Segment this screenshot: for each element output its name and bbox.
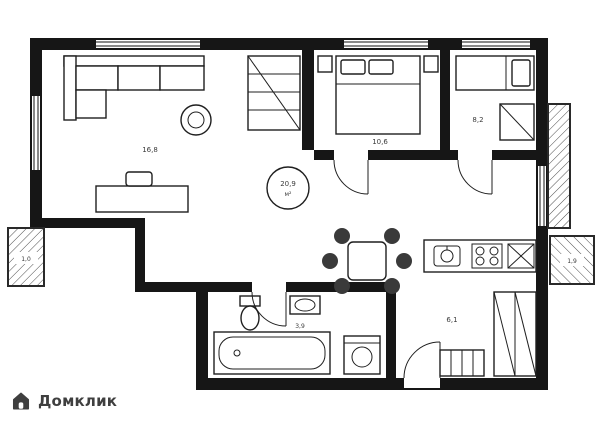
balcony-right-area-label: 1,9 xyxy=(567,258,577,265)
round-armchair xyxy=(180,104,212,136)
wardrobe-shelving xyxy=(247,55,301,131)
bathroom-sink xyxy=(289,295,321,315)
door-bedroom-second xyxy=(457,159,493,195)
balcony-left-area-label: 1,0 xyxy=(21,256,31,263)
balcony-right-strip xyxy=(547,103,571,229)
window-right-balcony-door xyxy=(538,166,546,226)
area-stamp-value: 20,9 xyxy=(280,180,296,188)
window-top-middle xyxy=(344,40,428,48)
sink xyxy=(433,245,461,267)
bed-second xyxy=(455,55,535,91)
toilet xyxy=(239,295,261,331)
kitchen-counter xyxy=(423,239,537,273)
window-top-left xyxy=(96,40,200,48)
fridge xyxy=(507,243,535,269)
windows xyxy=(32,40,546,226)
bathroom-area-label: 3,9 xyxy=(295,323,305,330)
living-area-label: 16,8 xyxy=(142,146,158,154)
domklik-logo-icon xyxy=(12,392,30,410)
bed-main xyxy=(335,55,421,135)
corner-sofa xyxy=(63,55,205,121)
bedroom-second-area-label: 8,2 xyxy=(472,116,483,124)
round-table: 20,9 м² xyxy=(266,166,310,210)
doors xyxy=(251,159,493,388)
balcony-right-box: 1,9 xyxy=(549,235,595,285)
hallway-area-label: 6,1 xyxy=(446,316,457,324)
desk xyxy=(95,171,189,213)
entrance-door xyxy=(403,341,441,388)
shoe-cabinet xyxy=(439,349,485,377)
dining-table-with-chairs xyxy=(322,228,412,294)
nightstand-right xyxy=(423,55,439,73)
domklik-logo: Домклик xyxy=(10,390,117,412)
nightstand-left xyxy=(317,55,333,73)
area-stamp-unit: м² xyxy=(285,191,293,198)
door-bathroom xyxy=(251,291,287,327)
domklik-wordmark: Домклик xyxy=(38,392,118,410)
bathtub xyxy=(213,331,331,375)
stove xyxy=(471,243,503,269)
bedroom-main-area-label: 10,6 xyxy=(372,138,388,146)
wardrobe-bedroom2 xyxy=(499,103,535,141)
hall-wardrobe xyxy=(493,291,537,377)
window-top-right xyxy=(462,40,530,48)
washing-machine xyxy=(343,335,381,375)
balcony-left: 1,0 xyxy=(7,227,45,287)
door-bedroom-main xyxy=(333,159,369,195)
window-left xyxy=(32,96,40,170)
